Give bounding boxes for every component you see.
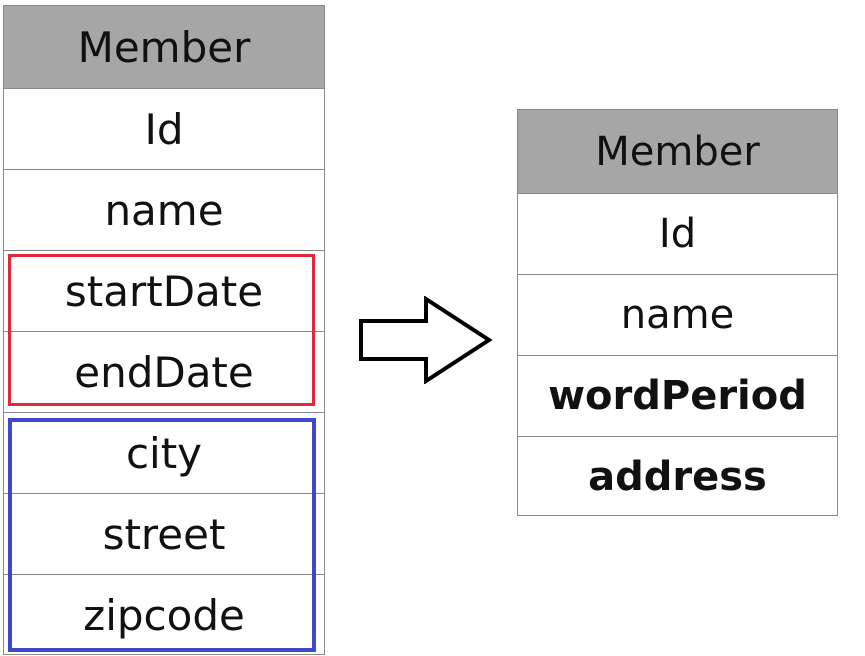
field-word-period: wordPeriod xyxy=(518,355,837,436)
field-address: address xyxy=(518,436,837,517)
field-city: city xyxy=(4,412,324,493)
field-end-date: endDate xyxy=(4,331,324,412)
entity-header: Member xyxy=(4,6,324,88)
field-id: Id xyxy=(518,193,837,274)
field-start-date: startDate xyxy=(4,250,324,331)
member-entity-original: Member Id name startDate endDate city st… xyxy=(3,5,325,655)
field-name: name xyxy=(4,169,324,250)
field-zipcode: zipcode xyxy=(4,574,324,655)
field-name: name xyxy=(518,274,837,355)
field-id: Id xyxy=(4,88,324,169)
field-street: street xyxy=(4,493,324,574)
member-entity-embedded: Member Id name wordPeriod address xyxy=(517,109,838,516)
right-arrow-icon xyxy=(359,296,493,384)
entity-header: Member xyxy=(518,110,837,193)
